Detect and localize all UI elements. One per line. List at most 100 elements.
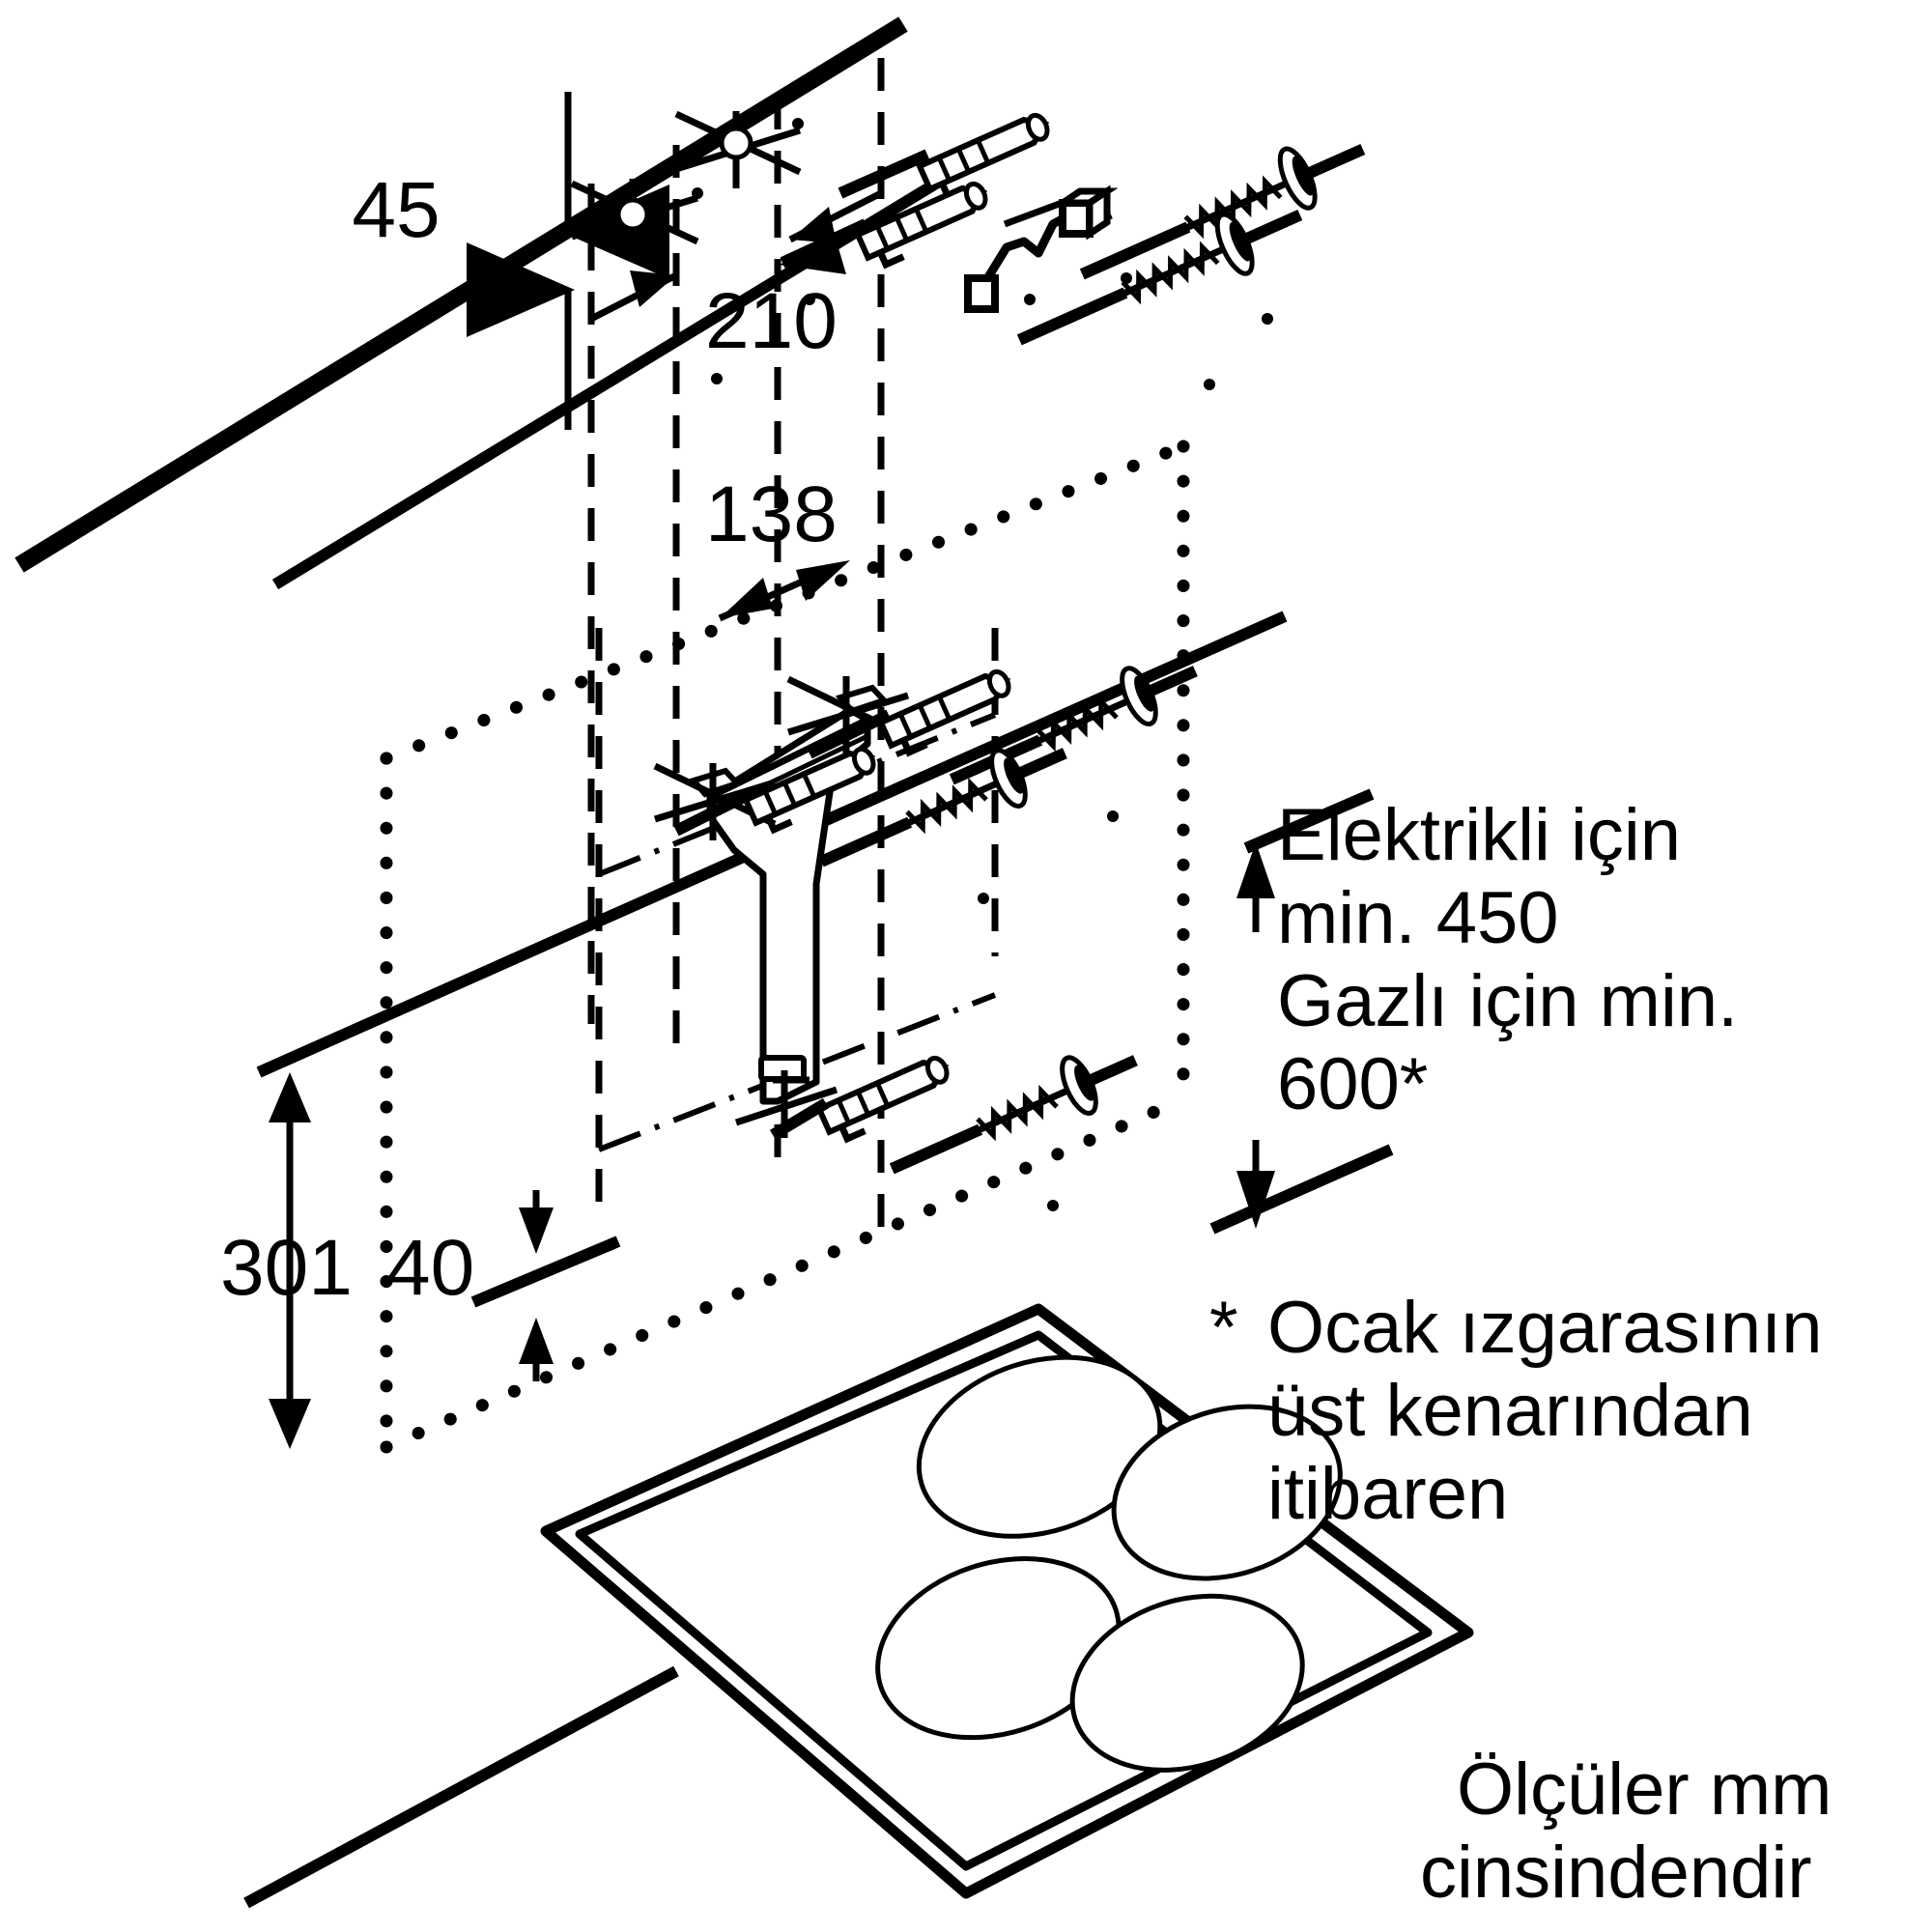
screw-end [1012, 748, 1067, 781]
safety-bracket-foot-left [964, 274, 999, 313]
plug-leader [838, 149, 930, 199]
dim-210-arrowhead-left [630, 270, 676, 307]
footnote-line-3: itibaren [1267, 1453, 1508, 1535]
plug-rib [917, 704, 933, 729]
dimension-138-group: 138 [705, 470, 850, 622]
cooktop [540, 1303, 1474, 1899]
clearance-arrow-down-head [1236, 1171, 1275, 1229]
plug-rib [836, 1099, 851, 1124]
screw-head [1229, 221, 1251, 262]
dimension-40-group: 40 [386, 1190, 621, 1381]
safety-bracket-foot-right [1059, 199, 1094, 238]
plug-leader [769, 1097, 830, 1141]
screw-bracket-2 [818, 748, 1067, 904]
dim-301-arrow-top [269, 1072, 311, 1122]
dim-label-45: 45 [352, 166, 440, 254]
screw-ceiling-2 [1016, 210, 1303, 390]
footnote-marker: * [1209, 1287, 1238, 1369]
burner-front-left [875, 1556, 1122, 1741]
plug-rib [894, 216, 910, 242]
center-dot [1204, 379, 1215, 390]
hole-circle [615, 197, 650, 232]
crosshair-a [734, 1086, 838, 1126]
screw-ceiling-1 [1079, 144, 1366, 325]
safety-bracket-leader [1003, 195, 1074, 228]
screw-thread [1036, 695, 1119, 753]
ceiling-drill-marks [570, 110, 815, 384]
dimension-301-group: 301 [220, 1072, 353, 1449]
screw-tip [1016, 287, 1128, 346]
plug-rib [955, 148, 972, 173]
units-note: Ölçüler mm cinsindendir [1420, 1748, 1832, 1914]
clearance-note-line-4: 600* [1277, 1043, 1428, 1125]
hood-outline-bottom [380, 1093, 1190, 1454]
wall-plug-group-ceiling-2 [779, 181, 988, 274]
plug-rib [936, 156, 952, 182]
dim-138-arrowhead-left [720, 578, 773, 618]
drill-mark-1 [674, 110, 802, 188]
plug-flange [877, 250, 905, 270]
wall-plug-group-bracket-2 [673, 746, 876, 837]
dim-label-301: 301 [220, 1224, 353, 1312]
crosshair-a [653, 779, 777, 823]
crosshair-a [786, 692, 910, 736]
plug-rib [874, 225, 890, 250]
wall-plug-group-bracket-1 [807, 668, 1011, 759]
screw-head [1004, 757, 1024, 794]
plug-mouth [963, 181, 988, 211]
screw-bracket-1 [949, 666, 1198, 822]
worktop-edge-line [243, 1665, 679, 1909]
clearance-note-line-2: min. 450 [1277, 877, 1559, 959]
plug-mouth [851, 746, 876, 776]
plug-rib [875, 1082, 891, 1107]
screw-tip [818, 816, 913, 867]
burner-rear-right [1111, 1404, 1343, 1581]
screw-head [1074, 1065, 1094, 1101]
screw-tip [1079, 221, 1191, 280]
plug-leader [673, 786, 756, 837]
plug-rib [976, 139, 991, 164]
clearance-note-line-1: Elektrikli için [1277, 794, 1681, 876]
plug-flange [838, 1124, 867, 1144]
screw-thread [976, 1084, 1059, 1142]
drill-mark-2 [570, 179, 699, 259]
screw-end [1239, 210, 1303, 246]
hole-circle [719, 126, 753, 160]
centre-line-upper [597, 712, 997, 877]
plug-rib [897, 713, 913, 738]
plug-leader [780, 218, 868, 269]
screw-end [1302, 144, 1366, 181]
plug-flange [765, 815, 793, 835]
screw-bracket-3 [889, 1055, 1138, 1211]
plug-flange [900, 738, 928, 757]
plug-rib [781, 781, 798, 807]
center-dot [692, 187, 703, 199]
plug-arrowhead [779, 242, 846, 274]
plug-leader [807, 709, 892, 759]
clearance-arrow-up-head [1236, 842, 1275, 898]
screw-head [1134, 675, 1154, 712]
center-dot [1024, 294, 1036, 305]
hood-outline-top [380, 440, 1190, 765]
center-dot [1121, 272, 1132, 284]
dim-210-arrowhead-right [790, 207, 837, 243]
dim-40-ref-line [470, 1236, 621, 1308]
dim-301-arrow-bottom [269, 1399, 311, 1449]
hood-outline-dotted [380, 440, 1190, 1454]
footnote-line-1: Ocak ızgarasının [1267, 1287, 1823, 1369]
screw-head [1292, 156, 1314, 196]
center-dot [978, 893, 989, 904]
clearance-leader-lower [1209, 1144, 1394, 1235]
dim-40-arrow-down [519, 1208, 554, 1254]
center-dot [1107, 810, 1119, 822]
dimension-210-group: 210 [589, 189, 883, 365]
clearance-note-line-3: Gazlı için min. [1277, 960, 1738, 1042]
screw-thread [1121, 241, 1220, 305]
plug-rib [914, 208, 929, 233]
footnote-line-2: üst kenarından [1267, 1370, 1753, 1452]
burner-front-right [1069, 1593, 1305, 1773]
dim-label-40: 40 [386, 1224, 474, 1312]
footnote-note: * Ocak ızgarasının üst kenarından itibar… [1209, 1287, 1823, 1535]
